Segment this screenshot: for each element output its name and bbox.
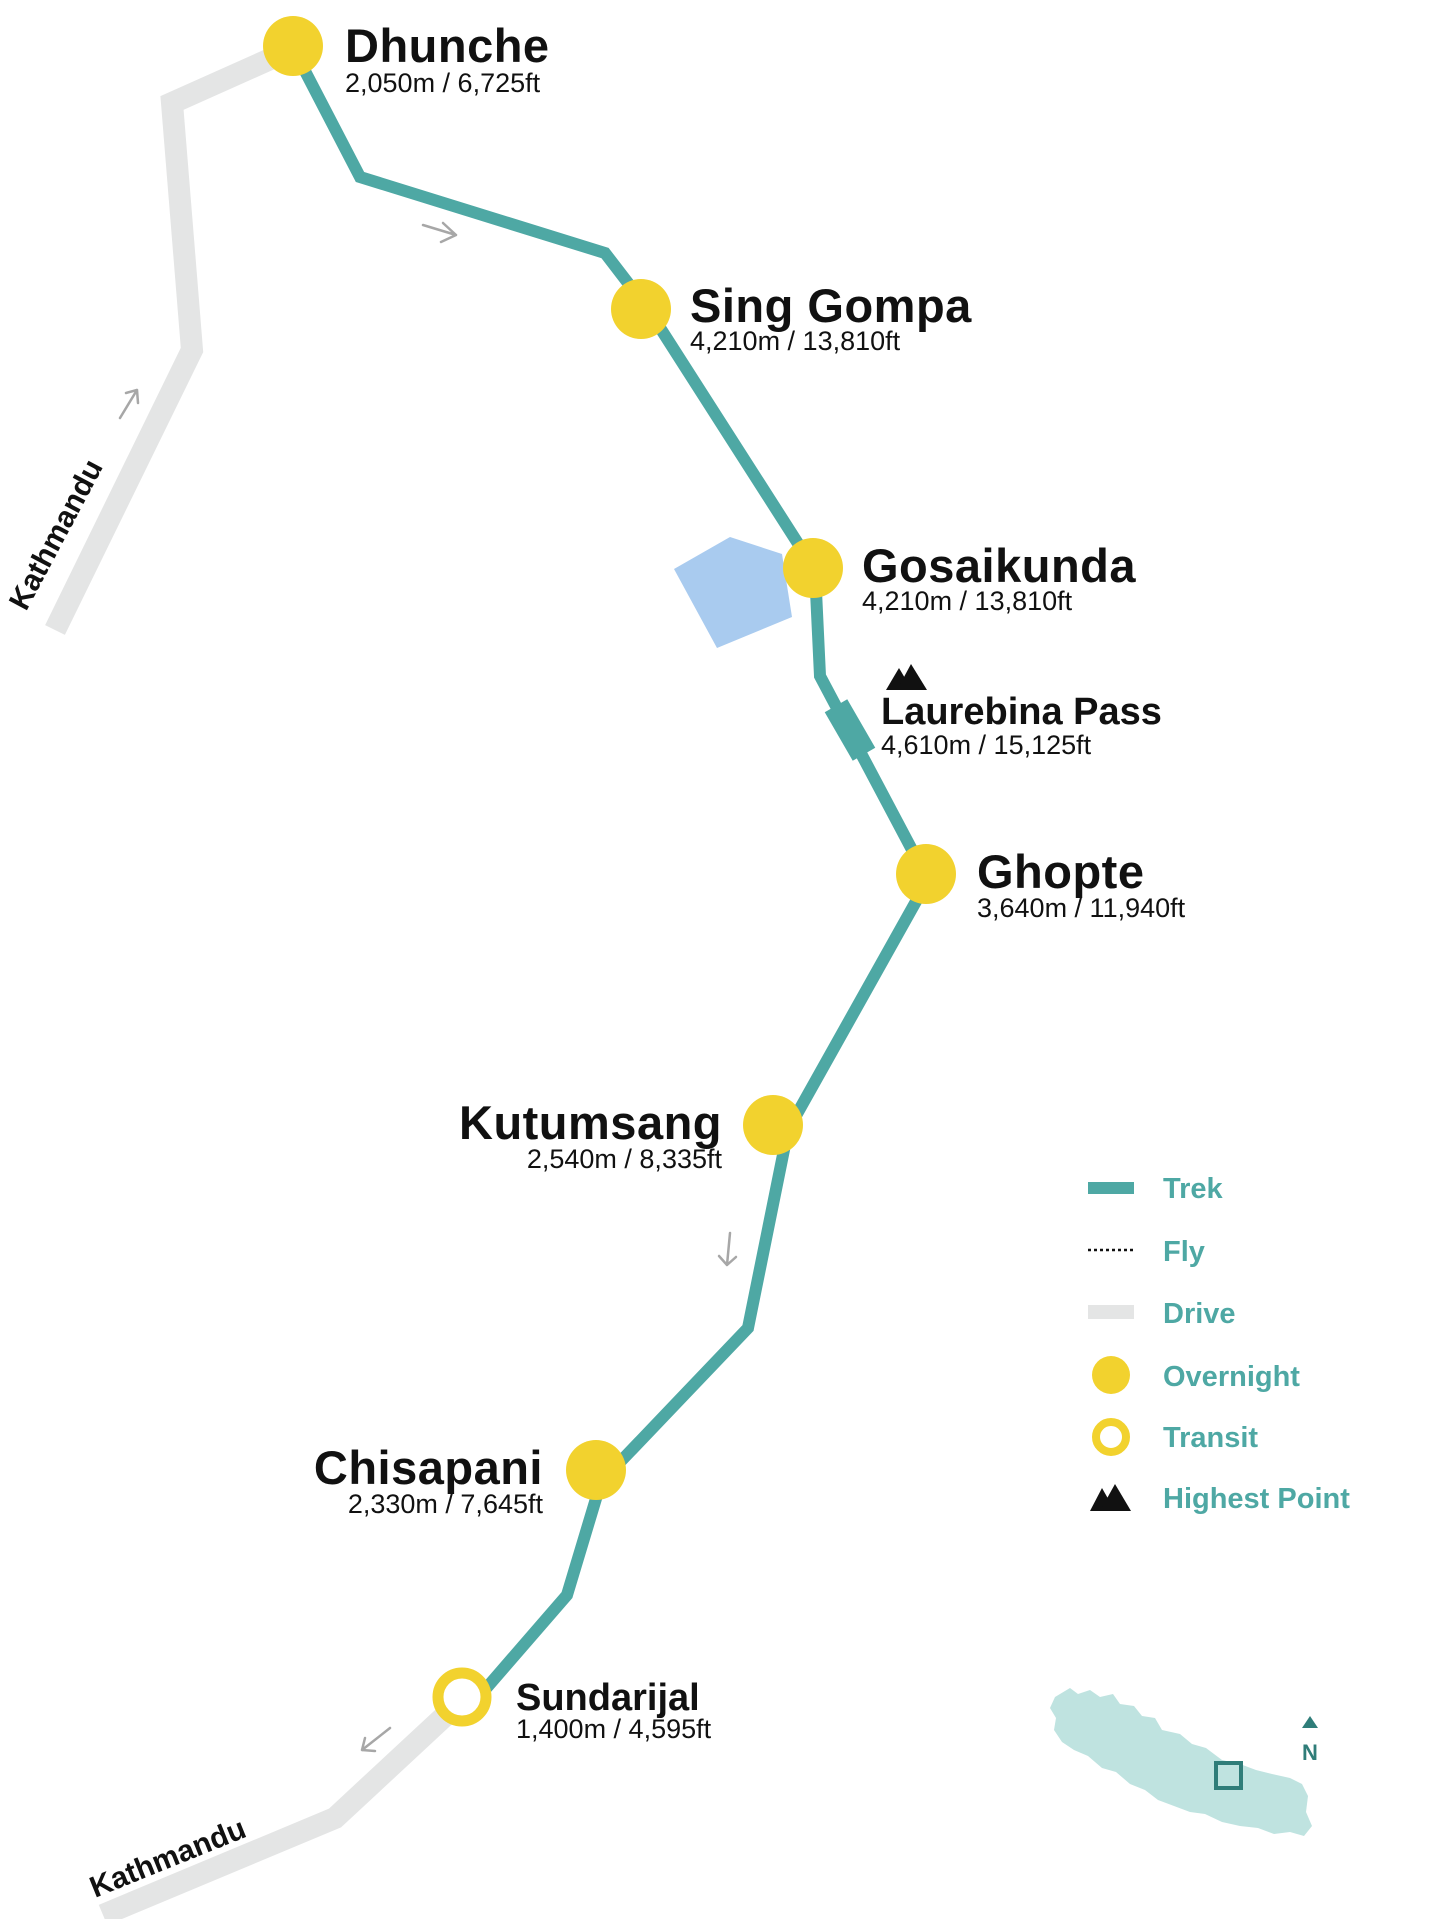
stop-marker-sing-gompa [611, 279, 671, 339]
stop-name-dhunche: Dhunche [345, 19, 550, 72]
stop-elevation-sing-gompa: 4,210m / 13,810ft [690, 326, 901, 356]
transit-ring-icon [1092, 1418, 1130, 1456]
stop-marker-gosaikunda [783, 538, 843, 598]
legend-label-trek: Trek [1163, 1173, 1224, 1205]
nepal-outline [1050, 1688, 1312, 1836]
stop-elevation-sundarijal: 1,400m / 4,595ft [516, 1714, 712, 1744]
stop-elevation-chisapani: 2,330m / 7,645ft [348, 1489, 544, 1519]
inset-region-marker [1214, 1761, 1243, 1790]
mountain-icon [1090, 1484, 1131, 1511]
stop-elevation-kutumsang: 2,540m / 8,335ft [527, 1144, 723, 1174]
stop-name-ghopte: Ghopte [977, 845, 1144, 898]
direction-arrow-icon [717, 1231, 738, 1267]
legend-label-transit: Transit [1163, 1422, 1258, 1454]
stop-marker-ghopte [896, 844, 956, 904]
stop-marker-sundarijal [432, 1667, 492, 1727]
stop-elevation-gosaikunda: 4,210m / 13,810ft [862, 586, 1073, 616]
stop-name-laurebina-pass: Laurebina Pass [881, 691, 1162, 733]
north-label: N [1302, 1740, 1318, 1765]
stop-marker-dhunche [263, 16, 323, 76]
gosaikunda-lake [674, 537, 792, 648]
legend-label-fly: Fly [1163, 1236, 1205, 1268]
drive-road-south [98, 1691, 470, 1919]
stop-elevation-dhunche: 2,050m / 6,725ft [345, 68, 541, 98]
mountain-icon [886, 664, 927, 690]
stop-name-sing-gompa: Sing Gompa [690, 279, 972, 332]
laurebina-pass-marker [824, 699, 876, 761]
legend: Trek Fly Drive Overnight Transit Highest… [1088, 1173, 1350, 1515]
north-arrow-icon [1302, 1716, 1318, 1728]
drive-road-north [45, 37, 300, 635]
direction-arrow-icon [360, 1726, 392, 1753]
trek-route-line [287, 45, 935, 1711]
stop-elevation-ghopte: 3,640m / 11,940ft [977, 893, 1186, 923]
overnight-dot-icon [1092, 1356, 1130, 1394]
legend-label-overnight: Overnight [1163, 1361, 1300, 1393]
drive-line-icon [1088, 1305, 1134, 1319]
stop-elevation-laurebina-pass: 4,610m / 15,125ft [881, 730, 1092, 760]
stop-marker-kutumsang [743, 1095, 803, 1155]
stop-name-kutumsang: Kutumsang [459, 1096, 722, 1149]
stop-name-sundarijal: Sundarijal [516, 1677, 700, 1719]
stop-marker-chisapani [566, 1440, 626, 1500]
legend-label-highest-point: Highest Point [1163, 1483, 1350, 1515]
legend-label-drive: Drive [1163, 1298, 1236, 1330]
nepal-inset-map: N [1050, 1688, 1318, 1836]
stop-name-chisapani: Chisapani [314, 1441, 543, 1494]
direction-arrow-icon [118, 388, 140, 420]
direction-arrow-icon [421, 221, 458, 244]
trek-line-icon [1088, 1182, 1134, 1194]
stop-name-gosaikunda: Gosaikunda [862, 539, 1136, 592]
